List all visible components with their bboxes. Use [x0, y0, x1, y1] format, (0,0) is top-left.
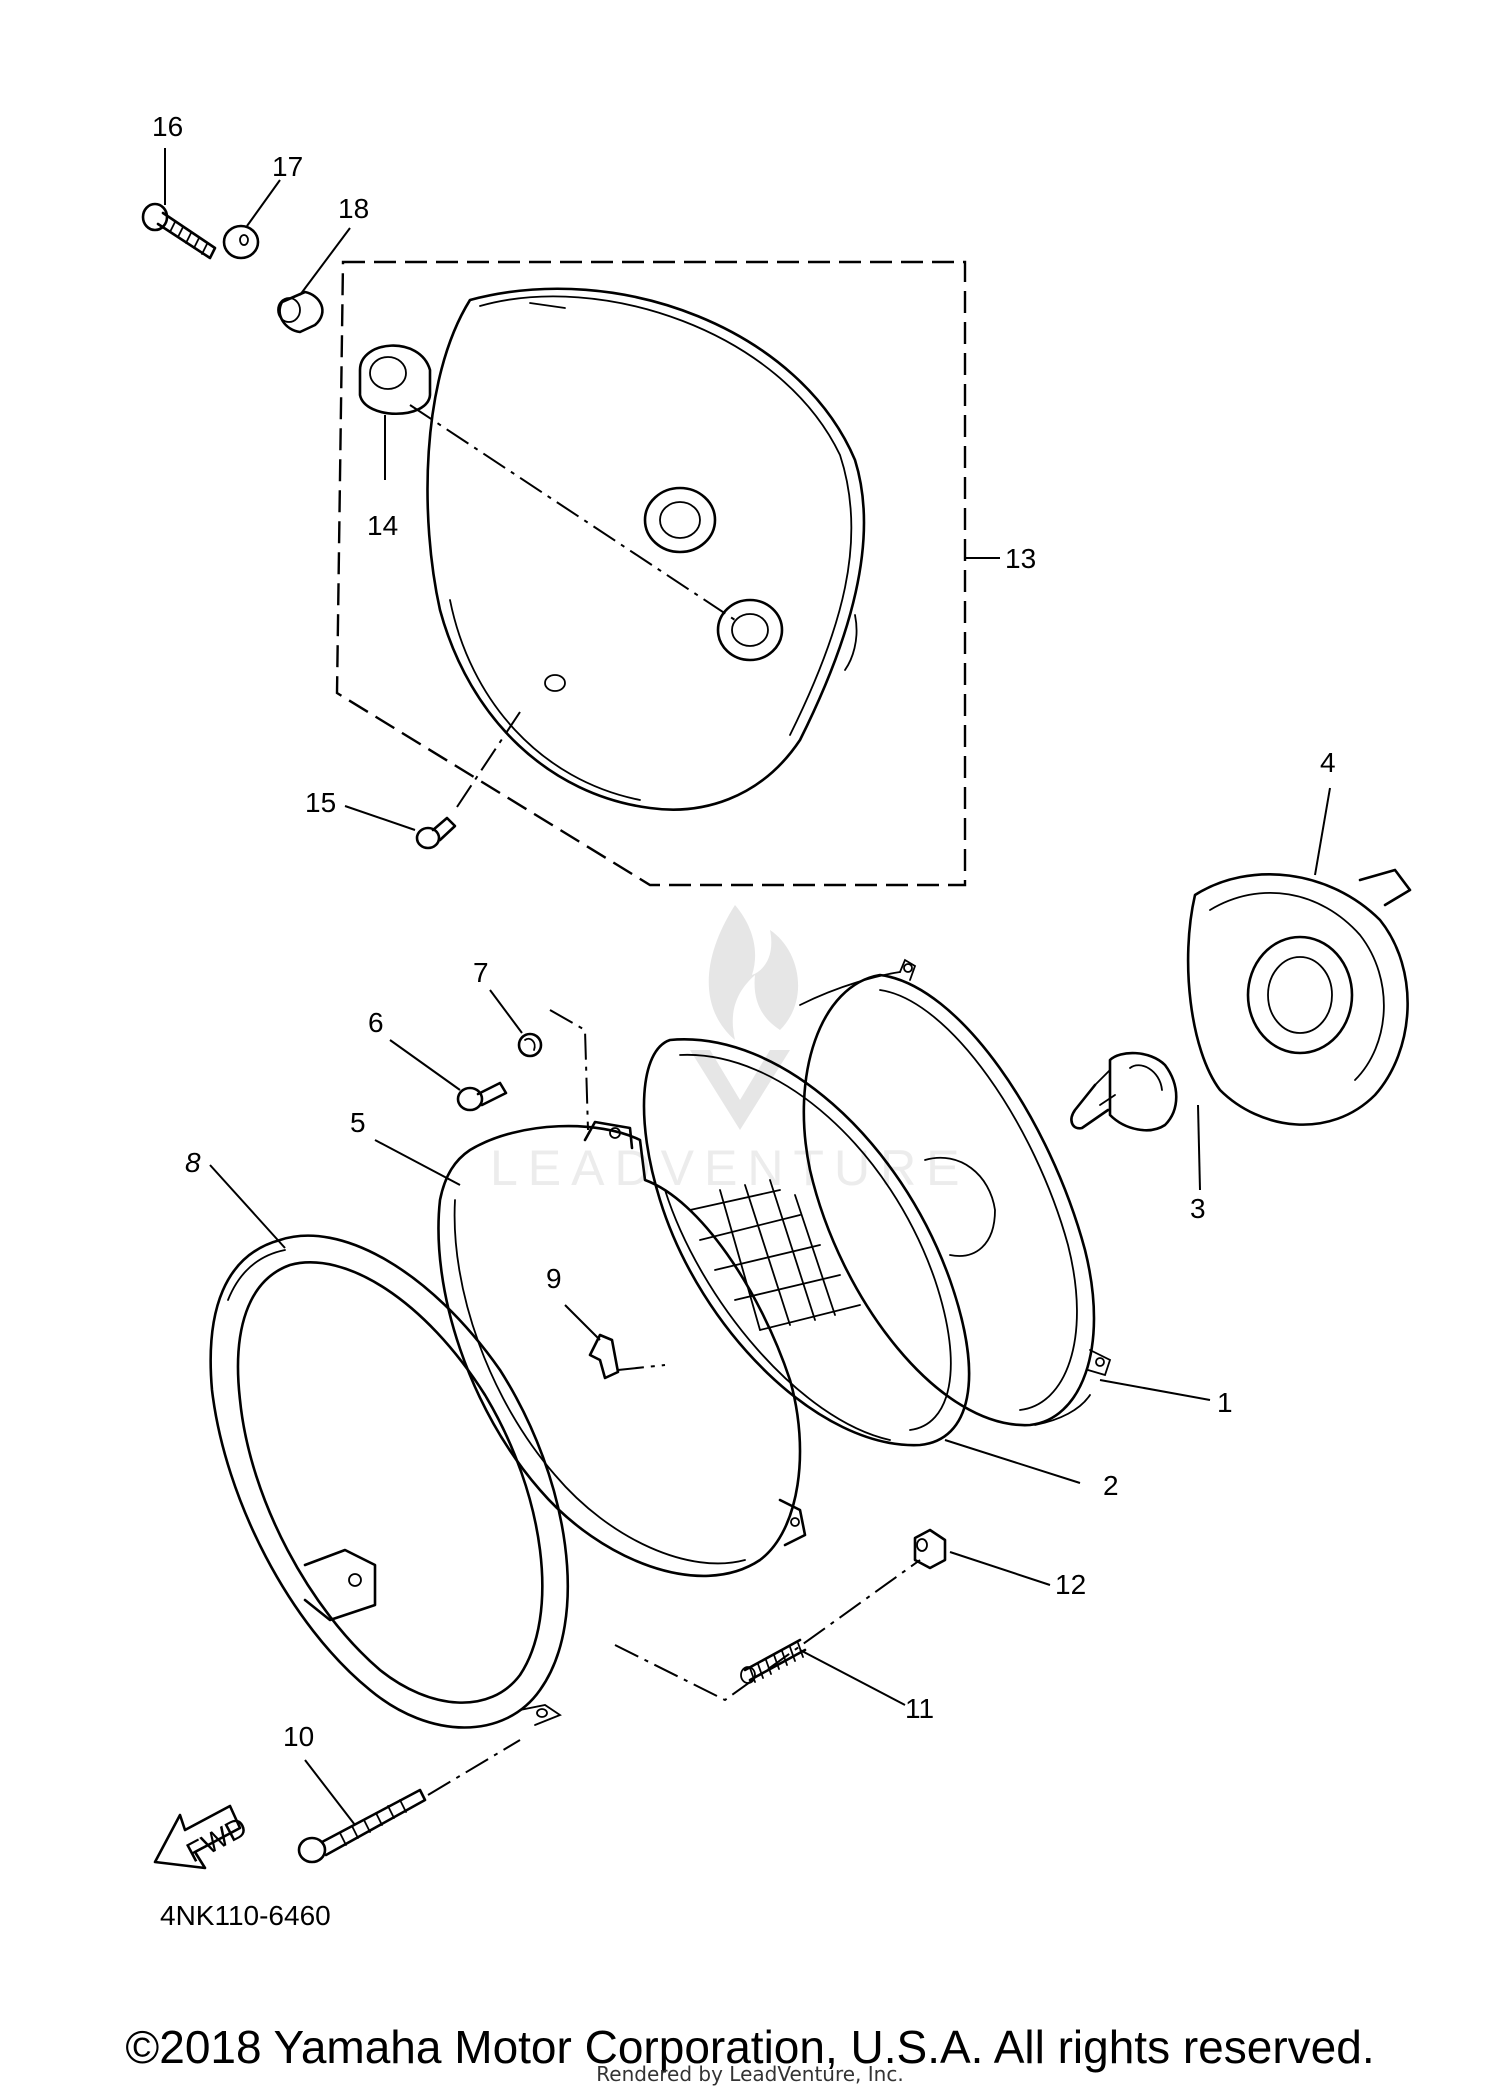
callout-11: 11: [905, 1693, 934, 1724]
leader-9: [564, 1304, 601, 1341]
callout-15: 15: [305, 787, 336, 818]
nut-7: [517, 1032, 543, 1058]
housing-5: [437, 1120, 807, 1578]
callout-18: 18: [338, 193, 369, 224]
rim-8: [209, 1234, 570, 1729]
screw-15: [415, 816, 457, 850]
leader-6: [389, 1039, 461, 1091]
callout-6: 6: [368, 1007, 384, 1038]
drawing-code: 4NK110-6460: [160, 1900, 331, 1931]
callout-17: 17: [272, 151, 303, 182]
headlight-unit-1: [799, 958, 1112, 1427]
leader-10: [304, 1759, 356, 1826]
flame-logo: [708, 905, 799, 1040]
callout-14: 14: [367, 510, 398, 541]
callout-2: 2: [1103, 1470, 1119, 1501]
centerline-14: [409, 404, 736, 621]
bulb-cover-4: [1186, 868, 1412, 1126]
leader-17: [246, 179, 281, 227]
leader-11: [799, 1649, 906, 1706]
callout-13: 13: [1005, 543, 1036, 574]
callout-16: 16: [152, 111, 183, 142]
leader-18: [299, 227, 351, 296]
leader-8: [209, 1164, 286, 1249]
leadventure-watermark: LEADVENTURE: [490, 905, 970, 1196]
centerline-11: [614, 1559, 921, 1702]
copyright-notice: ©2018 Yamaha Motor Corporation, U.S.A. A…: [125, 2021, 1375, 2073]
fwd-label: FWD: [181, 1811, 252, 1868]
headlight-body-shell: [426, 287, 866, 811]
callout-7: 7: [473, 957, 489, 988]
spring-11: [740, 1638, 807, 1684]
clip-9: [588, 1333, 666, 1380]
leader-3: [1197, 1104, 1201, 1191]
centerline-15: [454, 711, 521, 811]
leader-5: [374, 1139, 461, 1186]
screw-10: [297, 1739, 521, 1864]
callout-9: 9: [546, 1263, 562, 1294]
callout-3: 3: [1190, 1193, 1206, 1224]
leader-4: [1314, 787, 1331, 876]
callout-1: 1: [1217, 1387, 1233, 1418]
callout-5: 5: [350, 1107, 366, 1138]
fwd-arrow-icon: FWD: [153, 1804, 252, 1870]
assembly-13-boundary: [335, 260, 967, 887]
collar-18: [277, 290, 324, 334]
washer-17: [222, 224, 260, 260]
lens-2: [642, 1038, 971, 1447]
callout-4: 4: [1320, 747, 1336, 778]
callout-12: 12: [1055, 1569, 1086, 1600]
callout-10: 10: [283, 1721, 314, 1752]
screw-6: [456, 1081, 508, 1112]
leader-15: [344, 805, 416, 831]
leader-2: [944, 1439, 1081, 1484]
bolt-16: [141, 202, 217, 260]
callout-8: 8: [185, 1147, 201, 1178]
leader-7: [489, 989, 523, 1034]
rendered-by-credit: Rendered by LeadVenture, Inc.: [596, 2062, 904, 2086]
leader-12: [949, 1551, 1051, 1586]
v-logo: [690, 1050, 790, 1130]
bulb-3: [1070, 1051, 1178, 1132]
watermark-text: LEADVENTURE: [490, 1140, 970, 1196]
centerline-7: [549, 1009, 589, 1131]
grommet-14: [358, 344, 432, 415]
nut-12: [913, 1528, 947, 1570]
leader-1: [1099, 1379, 1211, 1401]
